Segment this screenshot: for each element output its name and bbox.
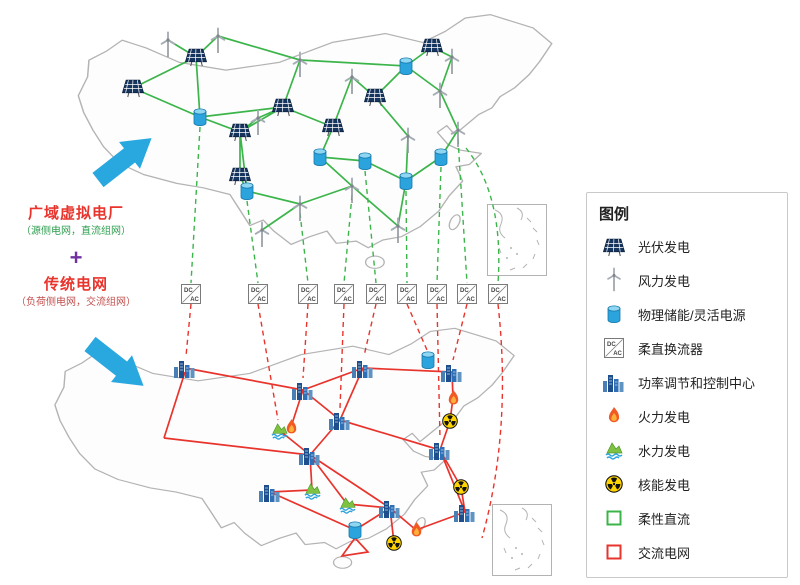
- converter-box: DC AC: [488, 284, 508, 304]
- bottom-map-inset: [492, 504, 552, 576]
- top-map-inset: [487, 204, 547, 276]
- storage-icon: [313, 148, 327, 167]
- legend-item-label: 光伏发电: [638, 239, 691, 255]
- legend-item-label: 功率调节和控制中心: [638, 375, 756, 391]
- legend: 图例 光伏发电 风力发电 物理储能/灵活电源 DC AC 柔直换流器 功率调节和控…: [586, 192, 788, 578]
- storage-icon: [599, 304, 629, 324]
- left-panel: 广域虚拟电厂 （源侧电网，直流组网） + 传统电网 （负荷侧电网，交流组网）: [0, 205, 152, 309]
- ac-network-lines: [163, 367, 466, 558]
- svg-text:DC: DC: [460, 288, 469, 294]
- storage-icon: [348, 521, 362, 539]
- svg-text:AC: AC: [406, 297, 415, 303]
- legend-item-label: 风力发电: [638, 273, 691, 289]
- storage-icon: [240, 182, 254, 201]
- legend-item-label: 交流电网: [638, 545, 691, 561]
- svg-text:AC: AC: [190, 297, 199, 303]
- svg-text:DC: DC: [184, 288, 193, 294]
- svg-text:DC: DC: [369, 288, 378, 294]
- converter-box: DC AC: [298, 284, 318, 304]
- dc-network-lines: [132, 35, 459, 231]
- svg-text:AC: AC: [375, 297, 384, 303]
- converter-box: DC AC: [366, 284, 386, 304]
- svg-text:DC: DC: [301, 288, 310, 294]
- converter-icon: DC AC: [599, 338, 629, 358]
- storage-icon: [399, 57, 413, 75]
- svg-text:AC: AC: [466, 297, 475, 303]
- legend-item-label: 物理储能/灵活电源: [638, 307, 746, 323]
- storage-icon: [358, 152, 372, 171]
- legend-item-label: 核能发电: [638, 477, 691, 493]
- nuclear-icon: [599, 475, 629, 493]
- storage-icon: [193, 108, 207, 126]
- nuclear-icon: [453, 479, 469, 495]
- dc-dashed-lines: [190, 126, 500, 284]
- control-center-icon: [428, 442, 450, 460]
- wind-turbine-icon: [599, 267, 629, 293]
- nuclear-icon: [442, 413, 458, 429]
- nuclear-icon: [386, 535, 402, 551]
- converter-box: DC AC: [248, 284, 268, 304]
- legend-item-nuclear: 核能发电: [599, 471, 775, 497]
- legend-item-label: 柔性直流: [638, 511, 691, 527]
- svg-text:AC: AC: [257, 297, 266, 303]
- vpp-arrow: [92, 138, 152, 188]
- legend-item-wind: 风力发电: [599, 267, 775, 293]
- svg-text:AC: AC: [307, 297, 316, 303]
- ac-line-icon: [599, 544, 629, 560]
- grid-title: 传统电网: [43, 275, 108, 293]
- storage-icon: [434, 148, 448, 167]
- legend-item-hydro: 水力发电: [599, 437, 775, 463]
- svg-text:DC: DC: [607, 342, 616, 348]
- grid-subtitle: （负荷侧电网，交流组网）: [16, 296, 136, 308]
- svg-text:DC: DC: [251, 288, 260, 294]
- storage-icon: [421, 351, 435, 370]
- legend-item-converter: DC AC 柔直换流器: [599, 335, 775, 361]
- legend-title: 图例: [599, 206, 630, 223]
- storage-icon: [399, 172, 413, 191]
- dc-line-icon: [599, 510, 629, 526]
- converter-box: DC AC: [427, 284, 447, 304]
- vpp-title: 广域虚拟电厂: [27, 205, 124, 222]
- legend-item-label: 水力发电: [638, 443, 691, 459]
- legend-item-ac-line: 交流电网: [599, 539, 775, 565]
- legend-item-storage: 物理储能/灵活电源: [599, 301, 775, 327]
- grid-arrow: [84, 336, 144, 386]
- legend-item-dc-line: 柔性直流: [599, 505, 775, 531]
- plus-sign: +: [69, 245, 83, 271]
- svg-text:DC: DC: [491, 288, 500, 294]
- legend-item-thermal: 火力发电: [599, 403, 775, 429]
- converter-box: DC AC: [181, 284, 201, 304]
- legend-item-solar: 光伏发电: [599, 233, 775, 259]
- svg-text:AC: AC: [613, 351, 622, 357]
- legend-item-label: 火力发电: [638, 409, 691, 425]
- svg-text:DC: DC: [400, 288, 409, 294]
- svg-text:DC: DC: [430, 288, 439, 294]
- solar-icon: [599, 236, 629, 257]
- legend-item-control-center: 功率调节和控制中心: [599, 369, 775, 395]
- converter-box: DC AC: [457, 284, 477, 304]
- svg-text:DC: DC: [337, 288, 346, 294]
- svg-text:AC: AC: [343, 297, 352, 303]
- thermal-icon: [599, 406, 629, 426]
- converter-box: DC AC: [397, 284, 417, 304]
- vpp-subtitle: （源侧电网，直流组网）: [21, 225, 131, 237]
- control-center-icon: [599, 372, 629, 392]
- wind-turbine-icon: [160, 31, 176, 58]
- converter-box: DC AC: [334, 284, 354, 304]
- legend-item-label: 柔直换流器: [638, 341, 704, 357]
- svg-text:AC: AC: [436, 297, 445, 303]
- hydro-icon: [599, 440, 629, 460]
- svg-text:AC: AC: [497, 297, 506, 303]
